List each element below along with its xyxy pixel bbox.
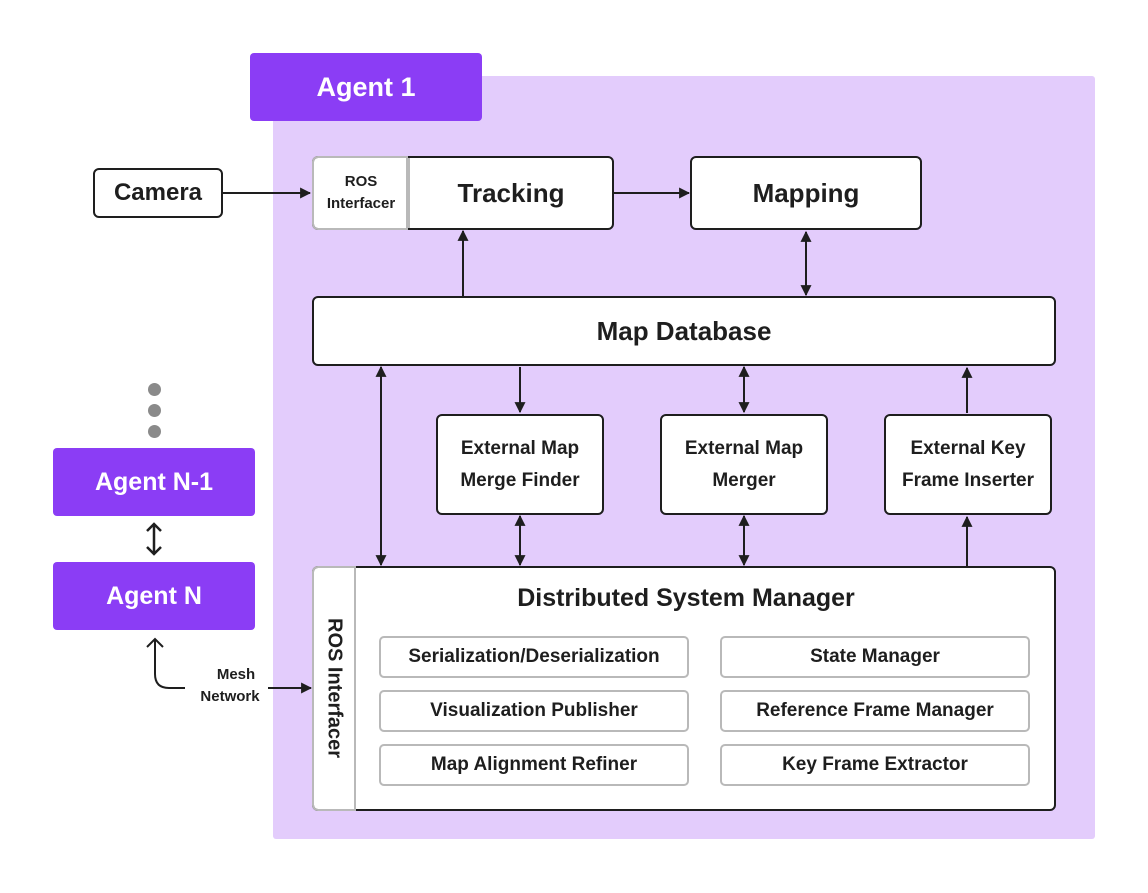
agent-1-tag: Agent 1: [250, 53, 482, 121]
merger-line2: Merger: [712, 469, 776, 491]
external-map-merger-box: External Map Merger: [660, 414, 828, 515]
module-reference-frame-manager: Reference Frame Manager: [720, 690, 1030, 732]
ros-interfacer-top-outline: [312, 156, 408, 230]
dsm-title: Distributed System Manager: [517, 584, 855, 612]
inserter-line1: External Key: [910, 437, 1026, 459]
merger-line1: External Map: [684, 437, 804, 459]
ellipsis-dot-3: [148, 425, 161, 438]
ros-top-line2: Interfacer: [326, 195, 396, 212]
tracking-box: ROS Interfacer Tracking: [312, 156, 614, 230]
external-key-frame-inserter-box: External Key Frame Inserter: [884, 414, 1052, 515]
ros-interfacer-side: ROS Interfacer: [312, 566, 356, 811]
ellipsis-dot-1: [148, 383, 161, 396]
tracking-label: Tracking: [457, 177, 565, 208]
map-database-box: Map Database: [312, 296, 1056, 366]
mesh-line2: Network: [200, 688, 260, 705]
module-map-alignment-refiner: Map Alignment Refiner: [379, 744, 689, 786]
mesh-network-label: Mesh Network: [188, 664, 272, 708]
ros-interfacer-side-label: ROS Interfacer: [323, 618, 346, 759]
camera-box: Camera: [93, 168, 223, 218]
ellipsis-dot-2: [148, 404, 161, 417]
external-map-merge-finder-box: External Map Merge Finder: [436, 414, 604, 515]
module-state-manager: State Manager: [720, 636, 1030, 678]
ros-top-line1: ROS: [344, 173, 378, 190]
module-key-frame-extractor: Key Frame Extractor: [720, 744, 1030, 786]
inserter-line2: Frame Inserter: [901, 469, 1034, 491]
mapping-box: Mapping: [690, 156, 922, 230]
mesh-network-curve: [154, 640, 185, 689]
module-serialization: Serialization/Deserialization: [379, 636, 689, 678]
merge-finder-line1: External Map: [460, 437, 580, 459]
module-visualization-publisher: Visualization Publisher: [379, 690, 689, 732]
agent-n-box: Agent N: [53, 562, 255, 630]
arrow-agent-n-1-to-n: [146, 522, 162, 556]
agent-n-minus-1-box: Agent N-1: [53, 448, 255, 516]
merge-finder-line2: Merge Finder: [460, 469, 580, 491]
ros-interfacer-top: ROS Interfacer: [314, 158, 410, 228]
mesh-line1: Mesh: [216, 666, 256, 683]
